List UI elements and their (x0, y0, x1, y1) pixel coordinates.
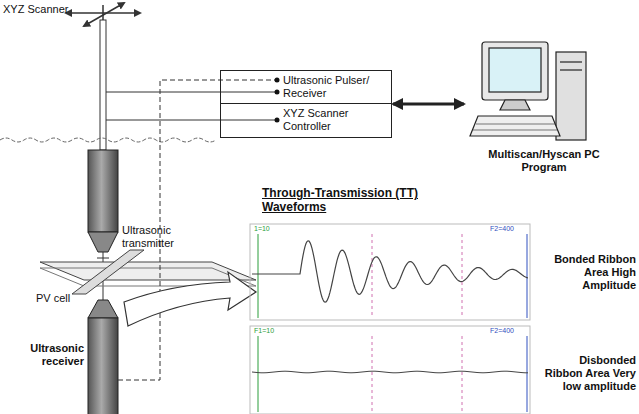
waveform-panels (250, 224, 530, 414)
terminal-dots (275, 78, 280, 123)
transfer-arrow (124, 272, 256, 326)
part-label: Ultrasonic receiver (24, 342, 84, 368)
marker-value: F2=400 (490, 327, 528, 335)
data-link-arrow (393, 103, 464, 106)
marker-value: 1=10 (254, 225, 294, 233)
instrument-box: Ultrasonic Pulser/ Receiver (220, 70, 392, 104)
water-line (0, 138, 216, 142)
waveform-note: Bonded Ribbon Area High Amplitude (540, 253, 636, 292)
part-label: Ultrasonic transmitter (122, 224, 192, 250)
node-text: XYZ Scanner Controller (283, 107, 385, 133)
marker-value: F2=400 (490, 225, 528, 233)
scanner-label: XYZ Scanner (3, 3, 83, 16)
scanner-rod (100, 20, 106, 150)
marker-value: F1=10 (254, 327, 294, 335)
section-heading: Through-Transmission (TT) Waveforms (262, 186, 462, 214)
waveform-note: Disbonded Ribbon Area Very low amplitude (540, 354, 636, 393)
instrument-box: XYZ Scanner Controller (220, 104, 392, 138)
receiver (88, 300, 118, 414)
node-text: Ultrasonic Pulser/ Receiver (283, 74, 385, 100)
part-label: PV cell (36, 292, 96, 305)
node-text: Multiscan/Hyscan PC Program (469, 148, 619, 174)
pc-illustration (470, 42, 586, 140)
pc-node: Multiscan/Hyscan PC Program (465, 40, 625, 179)
